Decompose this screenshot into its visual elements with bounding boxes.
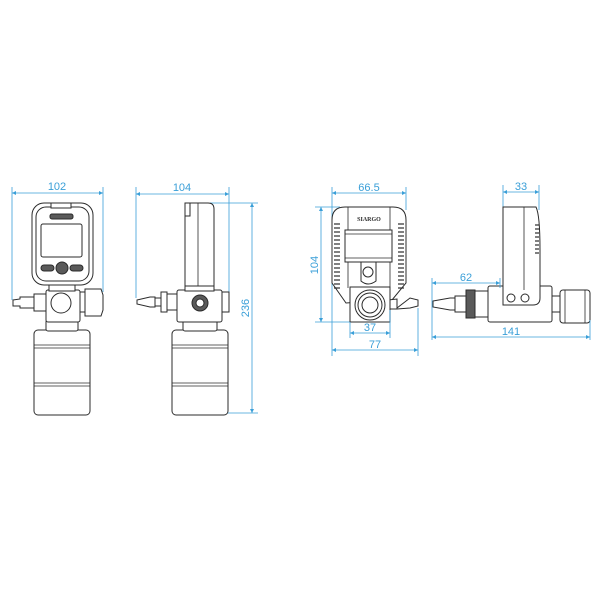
dimension-label-104: 104 <box>173 182 191 194</box>
bottle <box>171 329 229 416</box>
outlet-knob <box>559 289 591 324</box>
knurled-nut <box>465 289 476 319</box>
top-view: 66.5 104 SIARGO 37 77 <box>309 182 419 356</box>
dimension-label-62: 62 <box>460 272 472 284</box>
inlet-cone <box>432 297 456 311</box>
button-right <box>69 264 84 272</box>
brand-logo: SIARGO <box>357 217 381 223</box>
dimension-label-77: 77 <box>369 339 381 351</box>
dimension-label-102: 102 <box>48 181 66 193</box>
inlet-cone <box>136 296 156 308</box>
outlet-barb <box>387 297 419 310</box>
dimension-label-33: 33 <box>515 181 527 193</box>
button-left <box>40 264 55 272</box>
meter-body-side <box>184 202 215 287</box>
meter-body-side <box>502 206 541 306</box>
vent-slots <box>535 224 539 254</box>
dimension-label-37: 37 <box>364 322 376 334</box>
logo-plate <box>49 213 74 220</box>
inlet-barb <box>12 296 35 309</box>
button-center <box>55 261 69 275</box>
dimension-label-236: 236 <box>240 299 252 317</box>
outlet-knob <box>84 288 104 317</box>
dimension-label-66-5: 66.5 <box>358 182 379 194</box>
bottle <box>33 329 91 416</box>
top-side-view: 33 62 141 <box>431 181 591 340</box>
display-screen <box>40 223 83 258</box>
dimension-label-141: 141 <box>502 326 520 338</box>
dimension-label-104-top: 104 <box>309 256 321 274</box>
vent-slots <box>334 223 404 289</box>
front-view: 102 <box>11 181 104 416</box>
side-view: 104 236 <box>135 182 258 416</box>
